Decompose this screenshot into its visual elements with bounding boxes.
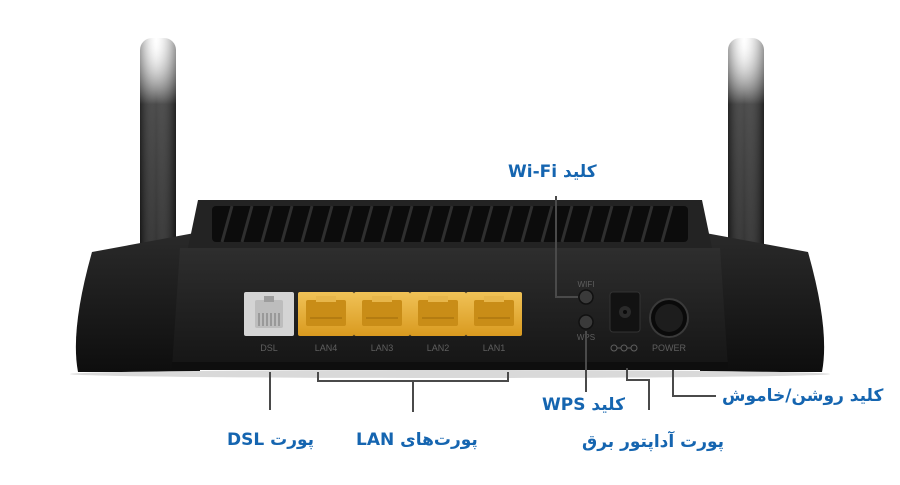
lan-port-1 — [466, 292, 522, 336]
callout-power-adapter-port: پورت آداپتور برق — [582, 432, 725, 452]
wifi-button — [578, 289, 594, 305]
panel-label-wifi: WIFI — [578, 280, 595, 289]
dsl-port — [244, 292, 294, 336]
leader-power-adapter — [626, 368, 650, 410]
callout-power-switch: کلید روشن/خاموش — [722, 386, 884, 406]
lan-port-2 — [410, 292, 466, 336]
callout-dsl-port: پورت DSL — [227, 430, 315, 450]
callout-wps-button: کلید WPS — [542, 395, 625, 415]
panel-label-lan4: LAN4 — [315, 343, 338, 353]
leader-power-switch — [672, 370, 716, 397]
wps-button — [578, 314, 594, 330]
lan-port-4 — [298, 292, 354, 336]
lan-port-3 — [354, 292, 410, 336]
panel-label-power: POWER — [652, 343, 687, 353]
power-adapter-port — [609, 291, 641, 333]
callout-lan-ports: پورت‌های LAN — [356, 430, 478, 450]
leader-wifi — [555, 196, 578, 298]
panel-label-lan3: LAN3 — [371, 343, 394, 353]
power-switch — [649, 298, 689, 338]
panel-label-lan1: LAN1 — [483, 343, 506, 353]
callout-wifi-button: کلید Wi-Fi — [508, 162, 597, 182]
panel-label-lan2: LAN2 — [427, 343, 450, 353]
router-body — [70, 200, 830, 378]
power-polarity-icon — [610, 344, 638, 352]
panel-label-dsl: DSL — [260, 343, 278, 353]
leader-lines — [269, 196, 716, 412]
